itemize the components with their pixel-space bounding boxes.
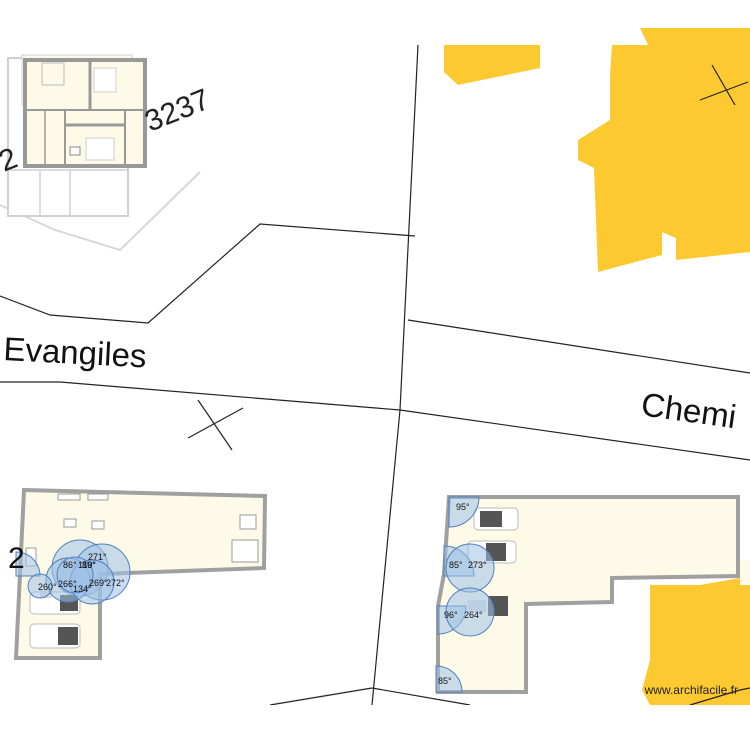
floorplan-bottom-left <box>13 487 268 660</box>
building-bottom-right <box>642 570 750 705</box>
angle-label: 271° <box>88 552 107 562</box>
floorplan-top-left <box>0 54 201 252</box>
angle-label: 95° <box>456 502 470 512</box>
angle-markers-right <box>435 496 495 693</box>
top-margin <box>0 0 750 45</box>
angle-label: 273° <box>468 560 487 570</box>
bottom-margin <box>0 705 750 750</box>
cadastre-lines <box>0 44 750 706</box>
angle-label: 266° <box>58 579 77 589</box>
building-top-right <box>444 28 750 272</box>
angle-label: 85° <box>438 676 452 686</box>
street-label-evangiles: Evangiles <box>3 330 148 374</box>
building-bottom-right-notch <box>740 560 750 585</box>
angle-label: 110° <box>78 560 96 570</box>
angle-label: 89° <box>82 560 96 570</box>
street-label-chemin: Chemi <box>639 385 739 435</box>
cross-marks <box>187 64 749 451</box>
archifacile-credit[interactable]: www.archifacile.fr <box>644 683 738 697</box>
edge-fragment-label: 2 <box>8 542 25 575</box>
angle-label: 96° <box>444 610 458 620</box>
angle-label: 260° <box>38 582 57 592</box>
angle-label: 85° <box>449 560 463 570</box>
angle-label: 264° <box>464 610 483 620</box>
parcel-number-label: 3237 <box>140 83 214 139</box>
angle-label: 134° <box>73 584 92 594</box>
angle-label: 86° <box>63 560 77 570</box>
angle-markers-left <box>15 539 131 605</box>
angle-label: 272° <box>106 578 125 588</box>
angle-label: 269° <box>89 578 108 588</box>
